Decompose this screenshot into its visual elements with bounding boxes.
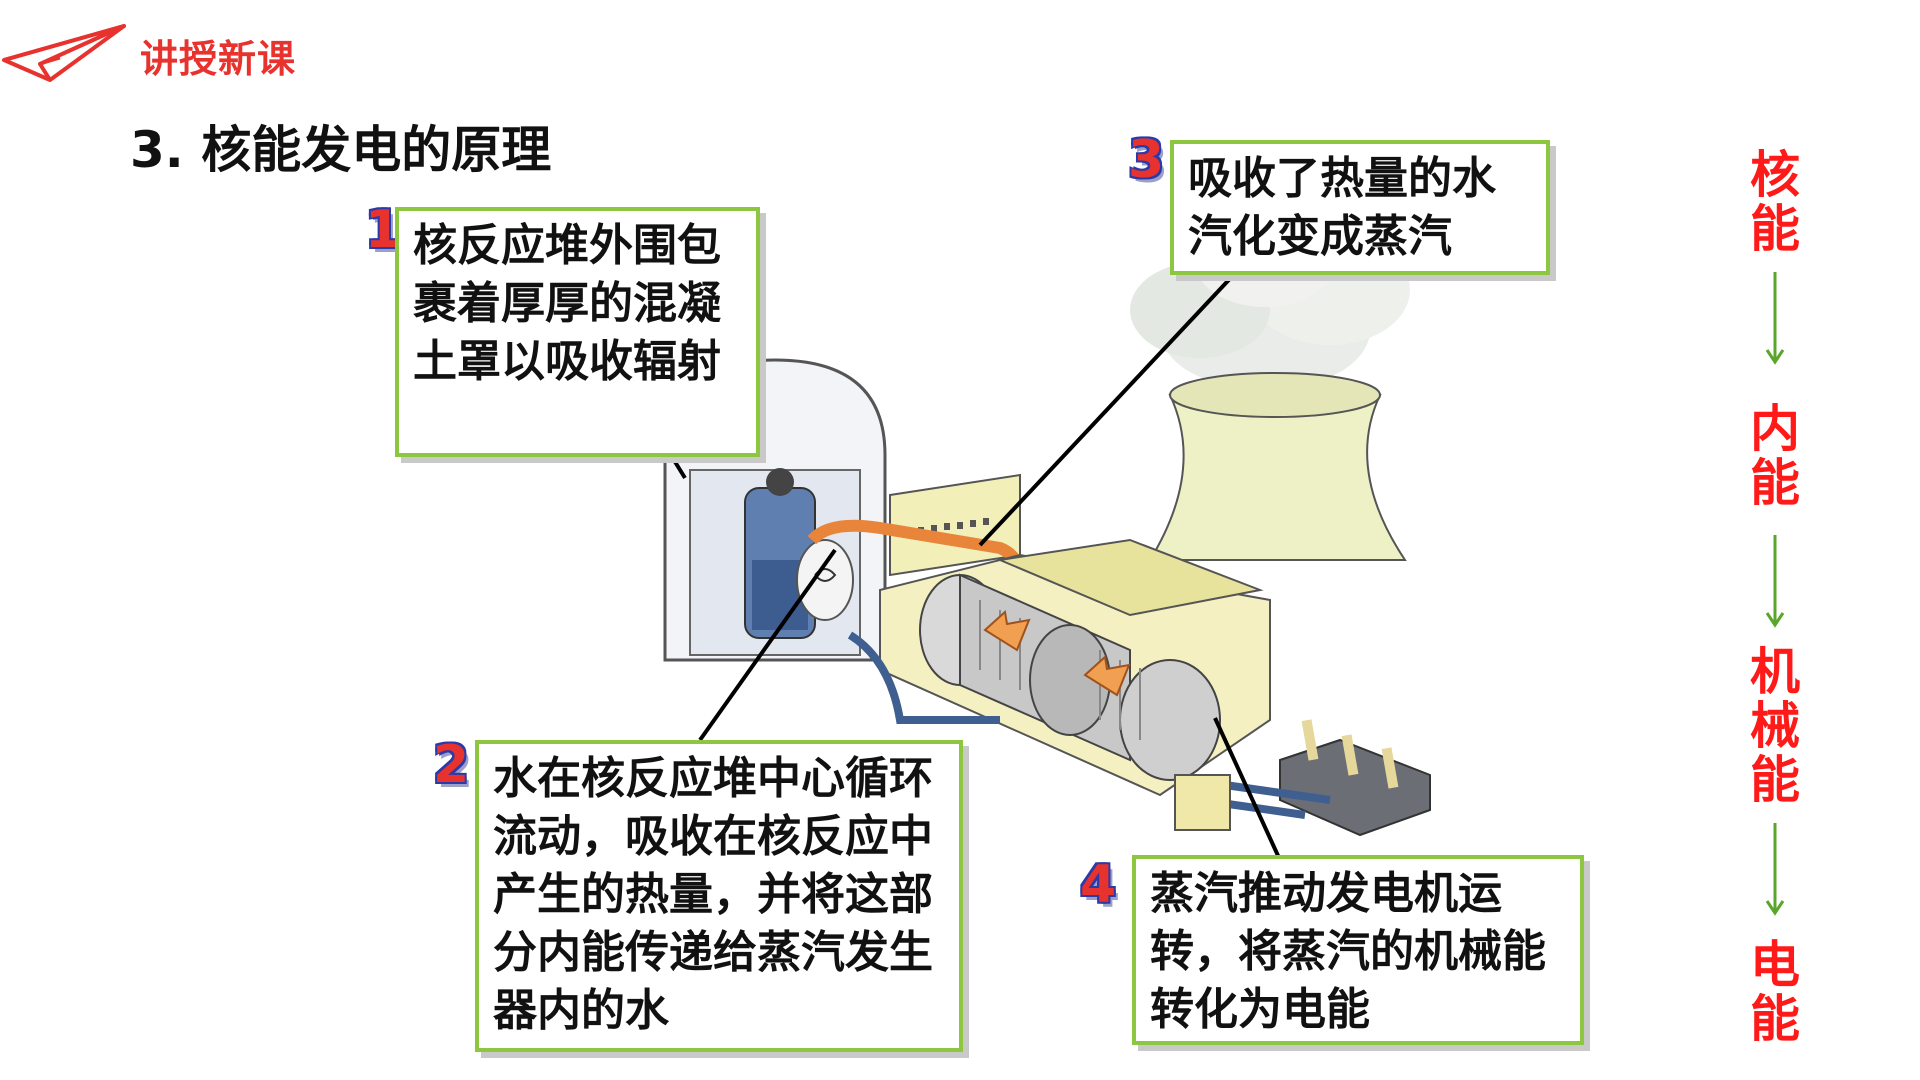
step-box-3: 吸收了热量的水汽化变成蒸汽 [1170, 140, 1550, 275]
step-number-2: 2 [433, 735, 470, 795]
step-box-4: 蒸汽推动发电机运转，将蒸汽的机械能转化为电能 [1132, 855, 1584, 1045]
step-box-2: 水在核反应堆中心循环流动，吸收在核反应中产生的热量，并将这部分内能传递给蒸汽发生… [475, 740, 963, 1052]
header-title: 讲授新课 [140, 37, 297, 81]
leader-line-3 [978, 266, 1242, 547]
cooling-tower [1148, 394, 1407, 561]
leader-line-2 [698, 548, 837, 742]
step-text-2: 水在核反应堆中心循环流动，吸收在核反应中产生的热量，并将这部分内能传递给蒸汽发生… [493, 753, 933, 1036]
step-text-4: 蒸汽推动发电机运转，将蒸汽的机械能转化为电能 [1150, 868, 1546, 1035]
down-arrow-icon [1765, 823, 1785, 916]
energy-chain-electric: 电能 [1750, 936, 1800, 1048]
down-arrow-icon [1765, 272, 1785, 365]
step-number-4: 4 [1080, 855, 1117, 915]
down-arrow-icon [1765, 535, 1785, 628]
step-number-3: 3 [1128, 130, 1165, 190]
energy-chain-mechanical: 机械能 [1750, 643, 1800, 809]
slide-header: 讲授新课 [0, 18, 340, 88]
step-box-1: 核反应堆外围包裹着厚厚的混凝土罩以吸收辐射 [395, 207, 760, 457]
energy-chain-internal: 内能 [1750, 400, 1800, 512]
leader-line-4 [1213, 717, 1282, 861]
generator-block [1279, 738, 1431, 837]
step-text-3: 吸收了热量的水汽化变成蒸汽 [1188, 153, 1496, 262]
energy-chain-nuclear: 核能 [1750, 146, 1800, 258]
step-text-1: 核反应堆外围包裹着厚厚的混凝土罩以吸收辐射 [413, 220, 721, 387]
paper-plane-icon [2, 24, 126, 82]
section-title: 3. 核能发电的原理 [130, 121, 552, 179]
